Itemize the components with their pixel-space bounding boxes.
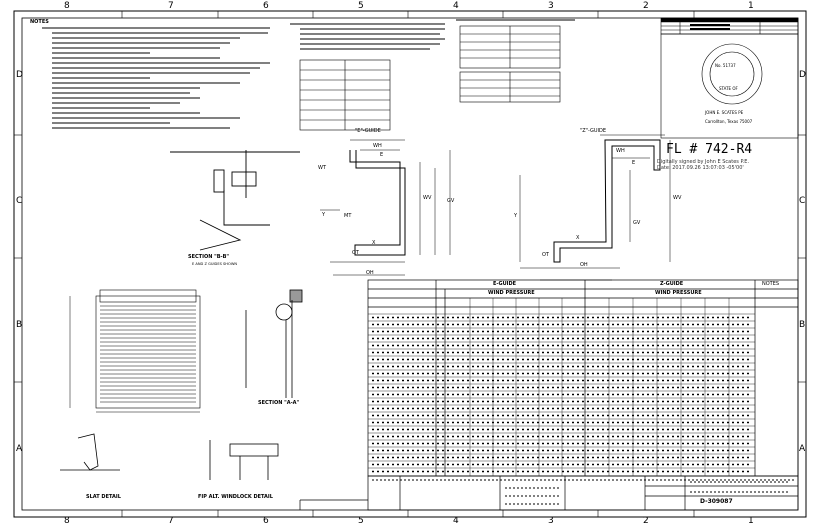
row-label-b: B [16, 320, 23, 330]
dim-oh-z: OH [580, 262, 588, 268]
digital-signature-line1: Digitally signed by John E Scates P.E. [657, 159, 750, 165]
row-label-a-right: A [799, 444, 806, 454]
row-label-d-right: D [799, 70, 806, 80]
col-label-3: 3 [548, 1, 554, 11]
table-e-wind-pressure: WIND PRESSURE [488, 290, 535, 296]
seal-state: STATE OF [719, 86, 738, 91]
col-label-7: 7 [168, 1, 174, 11]
row-label-c: C [16, 196, 23, 206]
col-label-5-bottom: 5 [358, 516, 364, 526]
dim-gv-e: GV [447, 198, 455, 204]
table-notes-header: NOTES [762, 281, 780, 287]
dim-y-z: Y [514, 213, 518, 219]
section-bb-subtitle: E AND Z GUIDES SHOWN [192, 262, 238, 266]
col-label-2-bottom: 2 [643, 516, 649, 526]
col-label-4-bottom: 4 [453, 516, 459, 526]
dim-oh-e: OH [366, 270, 374, 276]
digital-signature-line2: Date: 2017.09.26 13:07:03 -05'00' [657, 165, 744, 171]
e-guide-title: "E"-GUIDE [355, 128, 381, 134]
row-label-a: A [16, 444, 23, 454]
dim-e-z: E [632, 160, 636, 166]
dim-ot-z: OT [542, 252, 549, 258]
engineer-name: JOHN E. SCATES PE [705, 110, 744, 115]
slat-detail-title: SLAT DETAIL [86, 494, 121, 500]
section-bb-title: SECTION "B-B" [188, 254, 230, 260]
table-e-guide-header: E-GUIDE [493, 281, 517, 287]
row-label-c-right: C [799, 196, 806, 206]
col-label-7-bottom: 7 [168, 516, 174, 526]
table-z-wind-pressure: WIND PRESSURE [655, 290, 702, 296]
col-label-5: 5 [358, 1, 364, 11]
col-label-4: 4 [453, 1, 459, 11]
col-label-3-bottom: 3 [548, 516, 554, 526]
dim-x-e: X [372, 240, 376, 246]
table-z-guide-header: Z-GUIDE [660, 281, 684, 287]
notes-heading: NOTES [30, 19, 49, 25]
fip-alt-title: FIP ALT. WINDLOCK DETAIL [198, 494, 273, 500]
col-label-8-bottom: 8 [64, 516, 70, 526]
section-aa-title: SECTION "A-A" [258, 400, 300, 406]
engineer-city: Carrollton, Texas 75007 [705, 119, 753, 124]
row-label-d: D [16, 70, 23, 80]
row-label-b-right: B [799, 320, 806, 330]
dim-gv-z: GV [633, 220, 641, 226]
fl-approval-number: FL # 742-R4 [666, 142, 753, 157]
col-label-6-bottom: 6 [263, 516, 269, 526]
dim-x-z: X [576, 235, 580, 241]
seal-number: No. 51737 [715, 63, 736, 68]
dim-y-e: Y [322, 212, 326, 218]
dim-wh-z: WH [616, 148, 625, 154]
dim-mt-e: MT [344, 213, 352, 219]
col-label-8: 8 [64, 1, 70, 11]
dim-wv-z: WV [673, 195, 682, 201]
dim-ot-e: OT [352, 250, 359, 256]
dim-wv-e: WV [423, 195, 432, 201]
drawing-number: D-309087 [700, 498, 733, 505]
digital-signature: Digitally signed by John E Scates P.E. D… [657, 159, 749, 171]
dim-wh-e: WH [373, 143, 382, 149]
dim-wt-e: WT [318, 165, 326, 171]
col-label-1-bottom: 1 [748, 516, 754, 526]
col-label-1: 1 [748, 1, 754, 11]
col-label-6: 6 [263, 1, 269, 11]
z-guide-title: "Z"-GUIDE [580, 128, 607, 134]
dim-e: E [380, 152, 384, 158]
col-label-2: 2 [643, 1, 649, 11]
